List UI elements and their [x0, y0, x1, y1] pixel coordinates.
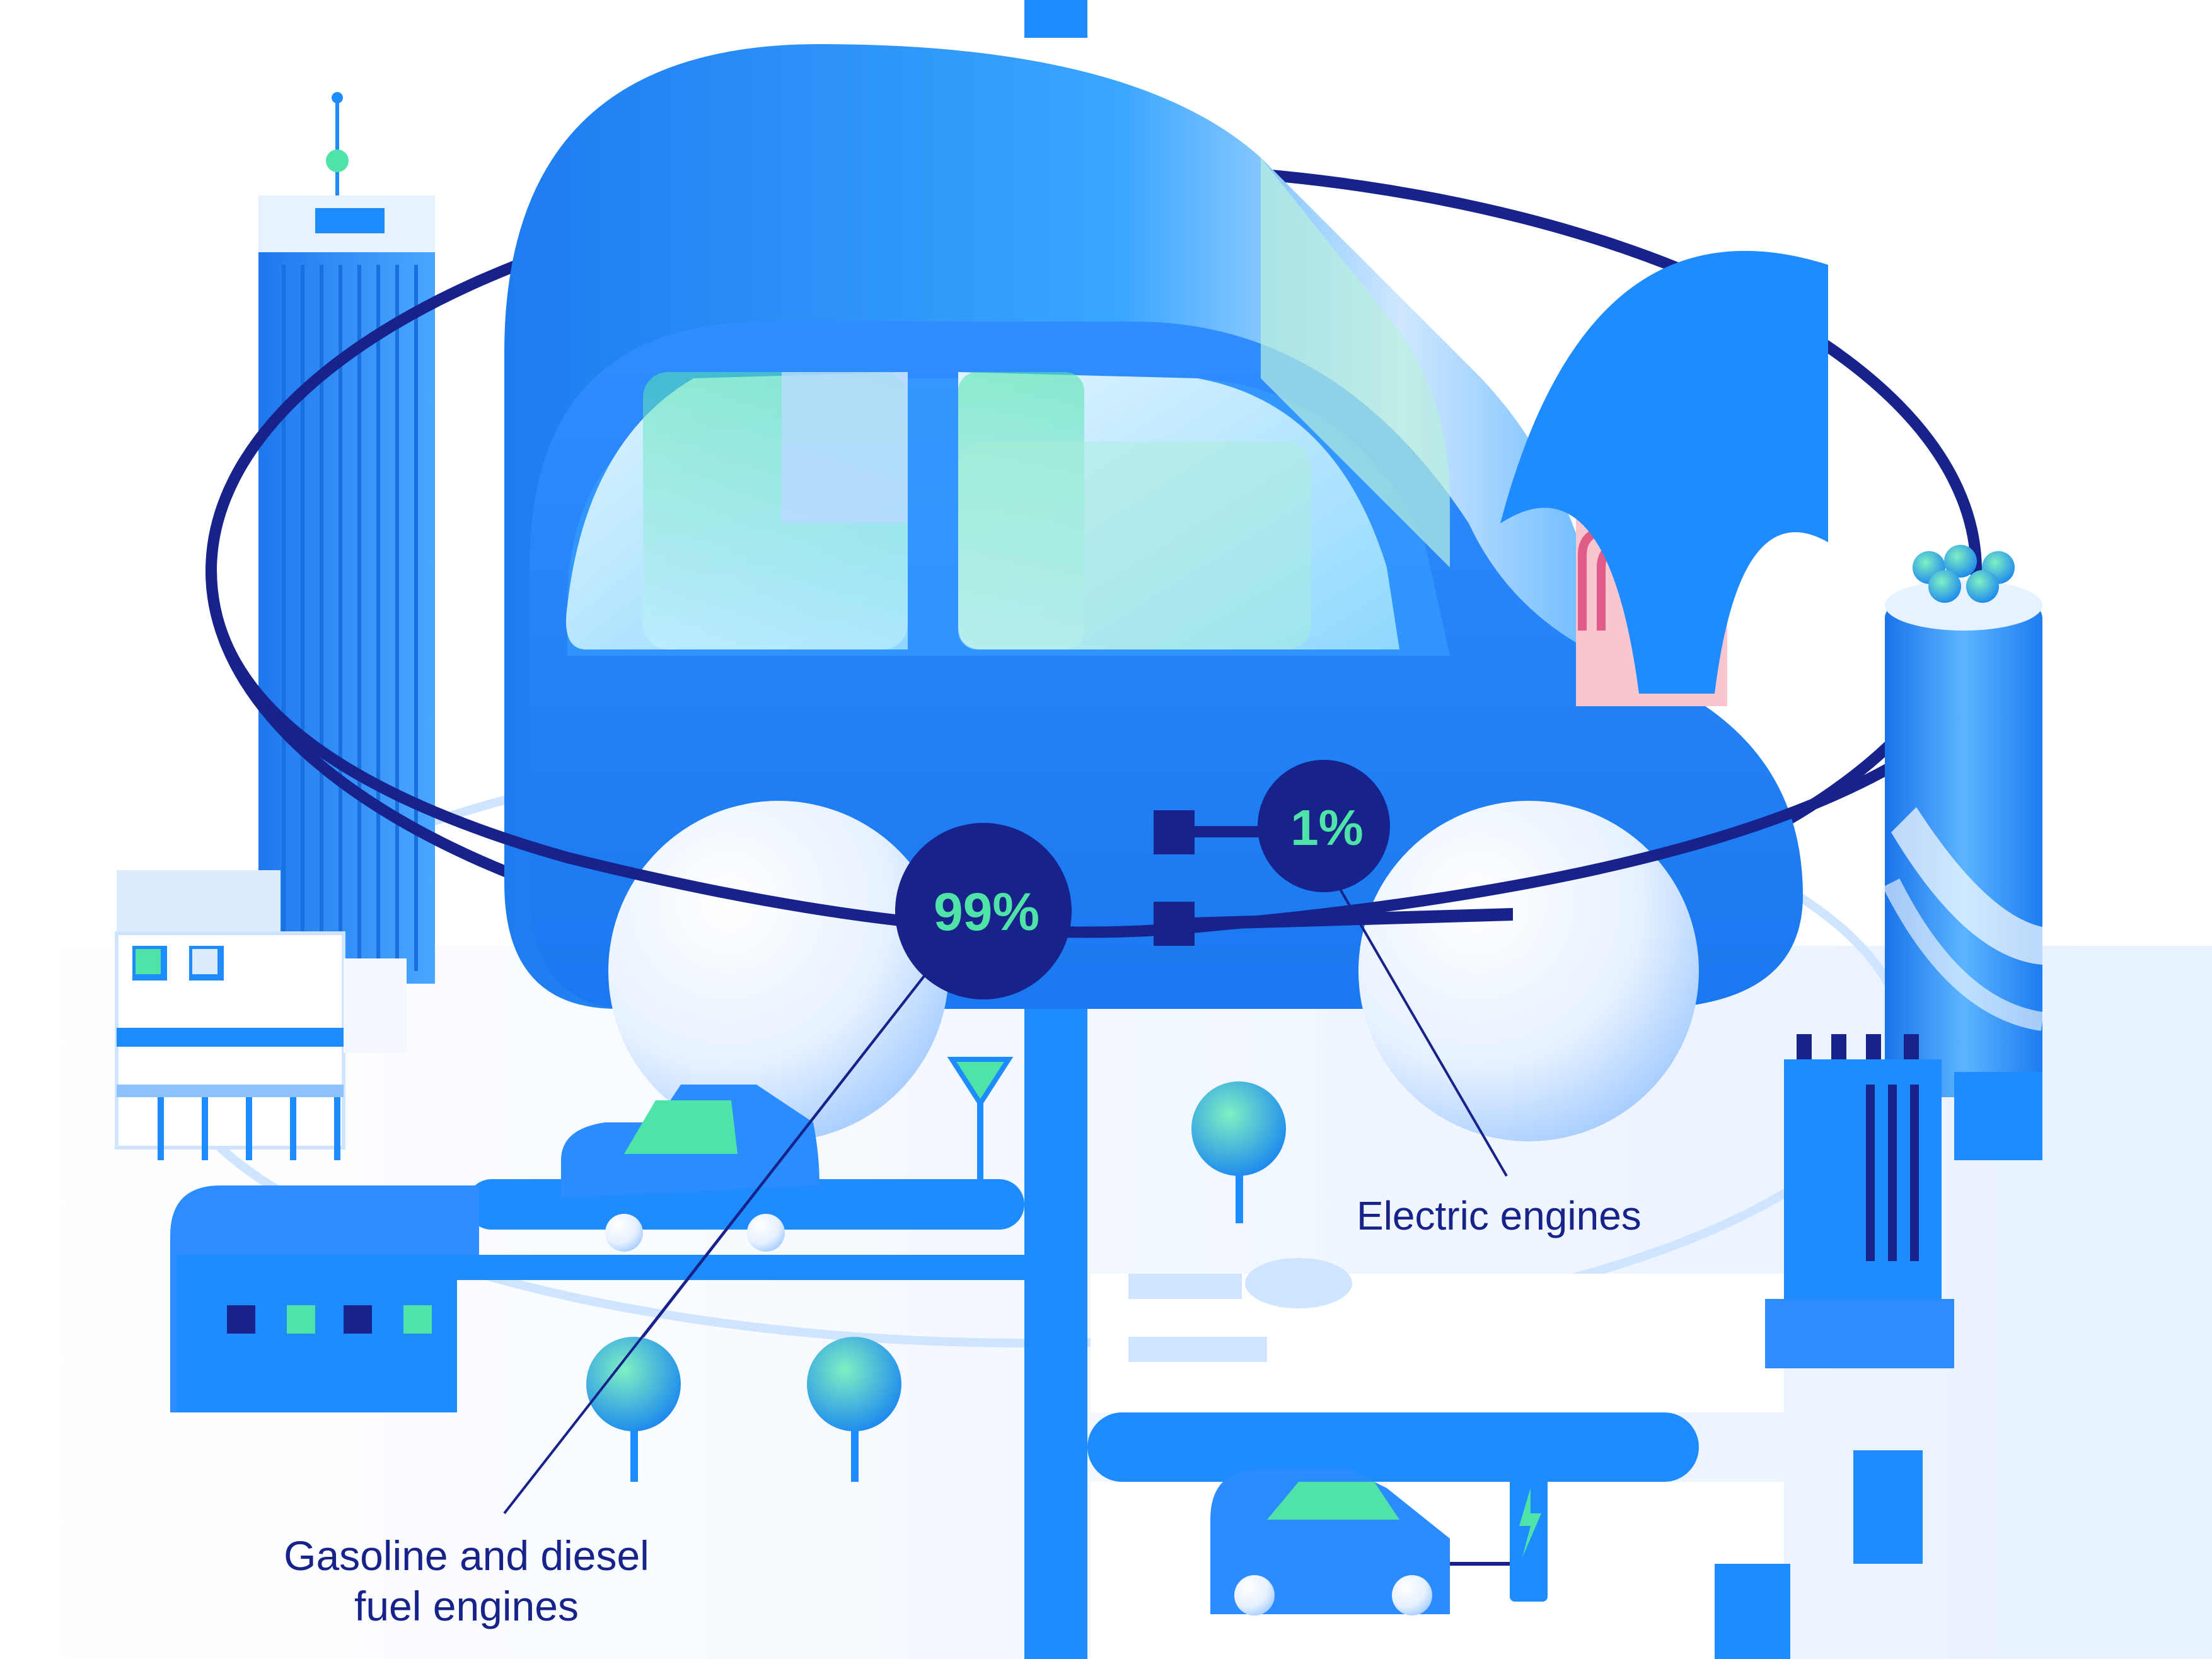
road-sign-icon [947, 1057, 1014, 1185]
electric-engines-percent: 1% [1290, 800, 1364, 856]
left-bottom-building [170, 1185, 479, 1412]
road-network [441, 0, 1699, 1659]
charging-station-icon [1510, 1469, 1548, 1602]
bottom-right-blocks [1715, 1450, 1923, 1659]
giant-car [504, 44, 1828, 1141]
fuel-engines-badge: 99% [895, 823, 1072, 999]
small-car-left [561, 1085, 819, 1252]
car-front-wheel [608, 801, 949, 1141]
fuel-engines-percent: 99% [934, 882, 1039, 941]
car-rear-wheel [1358, 801, 1699, 1141]
electric-engines-caption: Electric engines [1357, 1193, 1642, 1238]
right-cylinder-tower [1882, 545, 2044, 1160]
left-low-building [115, 870, 407, 1160]
left-tower [258, 92, 435, 984]
small-electric-car [1210, 1469, 1515, 1615]
trees [586, 1081, 1286, 1482]
fuel-engines-caption-line1: Gasoline and diesel [284, 1532, 649, 1579]
callout-lines [503, 882, 1508, 1515]
right-office-building [1765, 1034, 1954, 1368]
fuel-engines-caption-line2: fuel engines [354, 1583, 579, 1629]
electric-engines-badge: 1% [1258, 760, 1390, 892]
road-stubs [1128, 1258, 1352, 1362]
